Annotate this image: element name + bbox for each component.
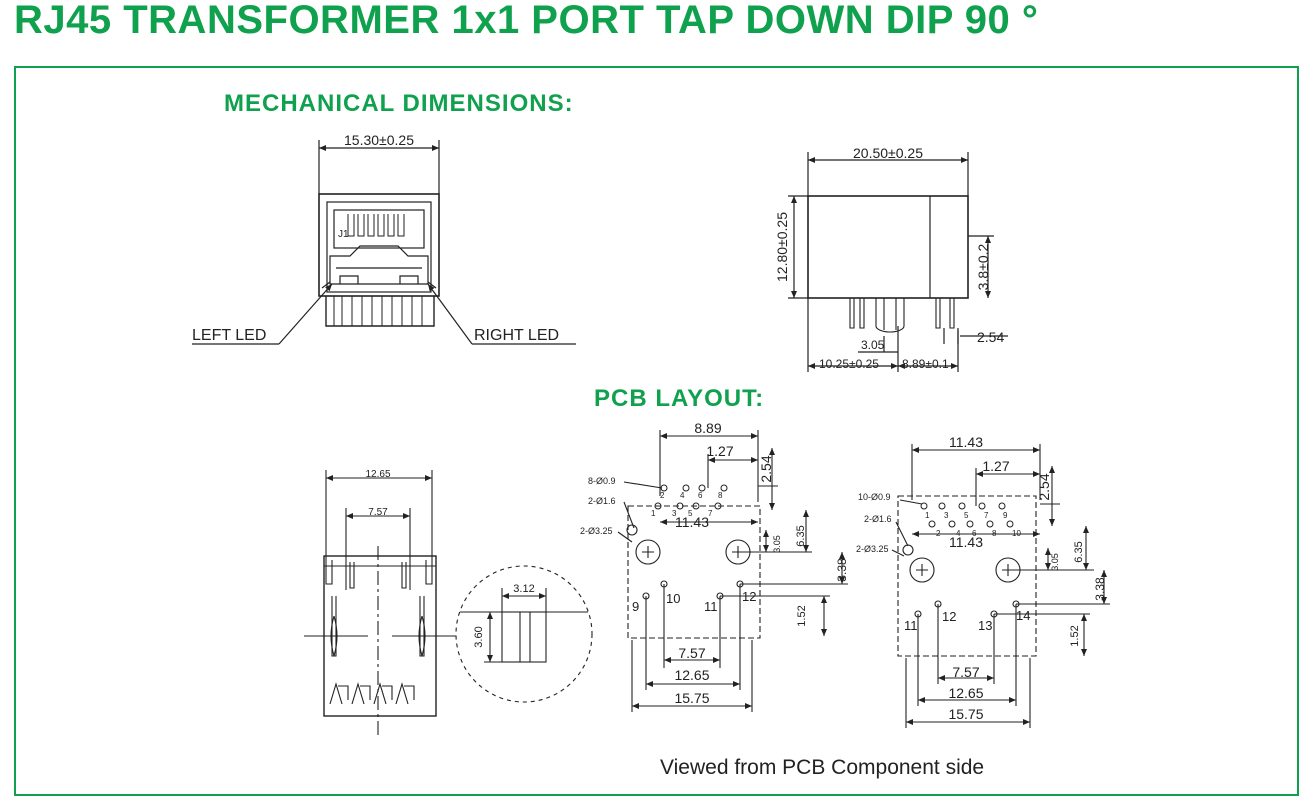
front-width-label: 15.30±0.25 [344,132,414,148]
pin-num: 8 [718,491,723,500]
pcb-right-305: 3.05 [1050,553,1060,571]
led-pin-num: 13 [978,618,992,633]
pcb-right-152: 1.52 [1069,625,1081,646]
page-title: RJ45 TRANSFORMER 1x1 PORT TAP DOWN DIP 9… [14,0,1039,42]
pin-num: 2 [936,529,941,538]
pcb-left-757: 7.57 [678,645,705,661]
front-pins [333,296,423,326]
pin-span-label: 8.89±0.1 [902,357,949,371]
pin-holes-left [654,484,728,510]
pcb-right-1575: 15.75 [948,706,983,722]
pin-num: 6 [698,491,703,500]
pin-num: 5 [964,511,969,520]
pin-num: 5 [688,509,693,518]
pcb-right-rowgap: 2.54 [1036,473,1052,500]
pcb-right-338: 3.38 [1093,577,1107,601]
bottom-outer-label: 12.65 [365,469,390,480]
drawing-frame [14,66,1299,796]
pin-num: 1 [925,511,930,520]
bottom-view [304,470,456,736]
pcb-left-305: 3.05 [772,535,782,553]
front-view [192,140,576,345]
led-pin-num: 12 [742,589,756,604]
pcb-right-span: 11.43 [949,434,983,450]
pcb-left-span: 8.89 [694,420,721,436]
pcb-left-posthole: 2-Ø3.25 [580,526,613,536]
side-pins [849,298,955,333]
bottom-inner-label: 7.57 [368,507,388,518]
pin-num: 1 [651,509,656,518]
pcb-right-pitch: 1.27 [982,458,1009,474]
side-height-label: 12.80±0.25 [774,212,790,282]
pin-holes-right [920,502,1014,528]
pcb-left-1265: 12.65 [674,667,709,683]
led-pin-num: 10 [666,591,680,606]
left-led-label: LEFT LED [192,327,266,344]
mechanical-dimensions-heading: MECHANICAL DIMENSIONS: [224,90,574,117]
detail-height-label: 3.60 [473,626,485,647]
pin-num: 8 [992,529,997,538]
view-caption: Viewed from PCB Component side [660,756,985,779]
led-pin-num: 12 [942,609,956,624]
pcb-left-338: 3.38 [835,558,849,582]
led-pin-num: 9 [632,599,639,614]
pin-pitch-label: 2.54 [977,329,1004,345]
pcb-right-757: 7.57 [952,664,979,680]
pcb-right-ledhole: 2-Ø1.6 [864,514,892,524]
jack-label: J1 [338,229,349,240]
pin-num: 4 [680,491,685,500]
pcb-left-rowgap: 2.54 [758,455,774,482]
pin-num: 2 [660,491,665,500]
pcb-right-1265: 12.65 [948,685,983,701]
detail-view [455,565,593,703]
led-pin-num: 14 [1016,608,1030,623]
pin-num: 6 [972,529,977,538]
pcb-layout-left [617,430,848,712]
pcb-right-pinhole: 10-Ø0.9 [858,492,891,502]
pcb-left-pinhole: 8-Ø0.9 [588,476,616,486]
front-to-pin-label: 10.25±0.25 [819,357,879,371]
pin-num: 3 [944,511,949,520]
pcb-left-1575: 15.75 [674,690,709,706]
pcb-layout-right [891,444,1110,728]
pin-height-label: 3.8±0.2 [975,243,991,290]
detail-width-label: 3.12 [513,583,534,595]
pcb-right-635: 6.35 [1073,541,1085,562]
pcb-layout-heading: PCB LAYOUT: [594,385,765,412]
contact-fingers [347,214,405,237]
pcb-right-postspan: 11.43 [949,534,983,550]
pin-num: 10 [1012,529,1021,538]
pcb-left-ledhole: 2-Ø1.6 [588,496,616,506]
pin-num: 4 [956,529,961,538]
pcb-right-posthole: 2-Ø3.25 [856,544,889,554]
led-holes-right [914,600,1020,618]
side-length-label: 20.50±0.25 [853,145,923,161]
pin-num: 7 [984,511,989,520]
right-led-label: RIGHT LED [474,327,559,344]
pcb-left-152: 1.52 [796,605,808,626]
led-pin-num: 11 [704,599,718,614]
pcb-left-pitch: 1.27 [706,443,733,459]
pin-num: 7 [708,509,713,518]
pcb-left-postspan: 11.43 [675,514,709,530]
pin-num: 9 [1003,511,1008,520]
pcb-left-635: 6.35 [795,525,807,546]
pin-num: 3 [672,509,677,518]
offset-label: 3.05 [861,338,885,352]
led-pin-num: 11 [904,618,918,633]
side-view [788,152,1008,372]
